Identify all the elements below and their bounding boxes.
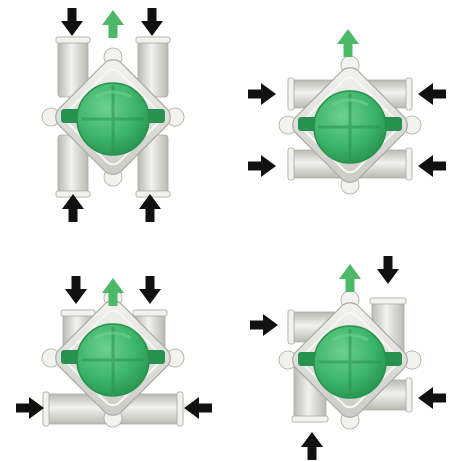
arrow-up-icon: [337, 29, 359, 57]
arrow-right-icon: [16, 397, 44, 419]
arrow-up-icon: [102, 10, 124, 38]
arrow-right-icon: [248, 155, 276, 177]
disc-highlight: [331, 98, 369, 107]
arrow-left-icon: [418, 387, 446, 409]
pipe-flange: [135, 190, 171, 198]
pipe-flange: [405, 77, 413, 111]
disc-highlight: [94, 331, 132, 340]
pipe-flange: [287, 147, 295, 181]
valve-3: [16, 276, 212, 428]
disc-highlight: [94, 90, 132, 99]
disc-cross-groove: [81, 85, 145, 153]
arrow-down-icon: [65, 276, 87, 304]
pipe-flange: [287, 309, 295, 345]
arrow-left-icon: [418, 155, 446, 177]
valve-1: [41, 8, 185, 222]
pipe-flange: [405, 147, 413, 181]
pipe-flange: [60, 309, 96, 317]
valve-2: [248, 29, 446, 195]
disc-highlight: [331, 333, 369, 342]
disc-cross-groove: [318, 328, 382, 396]
pipe-flange: [42, 391, 50, 427]
disc-cross-groove: [81, 326, 145, 394]
arrow-down-icon: [141, 8, 163, 36]
valve-4: [250, 256, 446, 460]
arrow-up-icon: [301, 432, 323, 460]
pipe-flange: [405, 377, 413, 413]
arrow-down-icon: [139, 276, 161, 304]
pipe-flange: [135, 36, 171, 44]
arrow-up-icon: [339, 264, 361, 292]
arrow-up-icon: [62, 194, 84, 222]
pipe-flange: [55, 36, 91, 44]
arrow-down-icon: [377, 256, 399, 284]
pipe-flange: [132, 309, 168, 317]
arrow-up-icon: [139, 194, 161, 222]
arrow-right-icon: [248, 83, 276, 105]
pipe-flange: [176, 391, 184, 427]
arrow-right-icon: [250, 314, 278, 336]
pipe-flange: [291, 415, 329, 423]
disc-cross-groove: [318, 93, 382, 161]
arrow-up-icon: [102, 278, 124, 306]
arrow-left-icon: [418, 83, 446, 105]
arrow-down-icon: [61, 8, 83, 36]
arrow-left-icon: [184, 397, 212, 419]
pipe-flange: [369, 297, 407, 305]
pipe-flange: [287, 77, 295, 111]
